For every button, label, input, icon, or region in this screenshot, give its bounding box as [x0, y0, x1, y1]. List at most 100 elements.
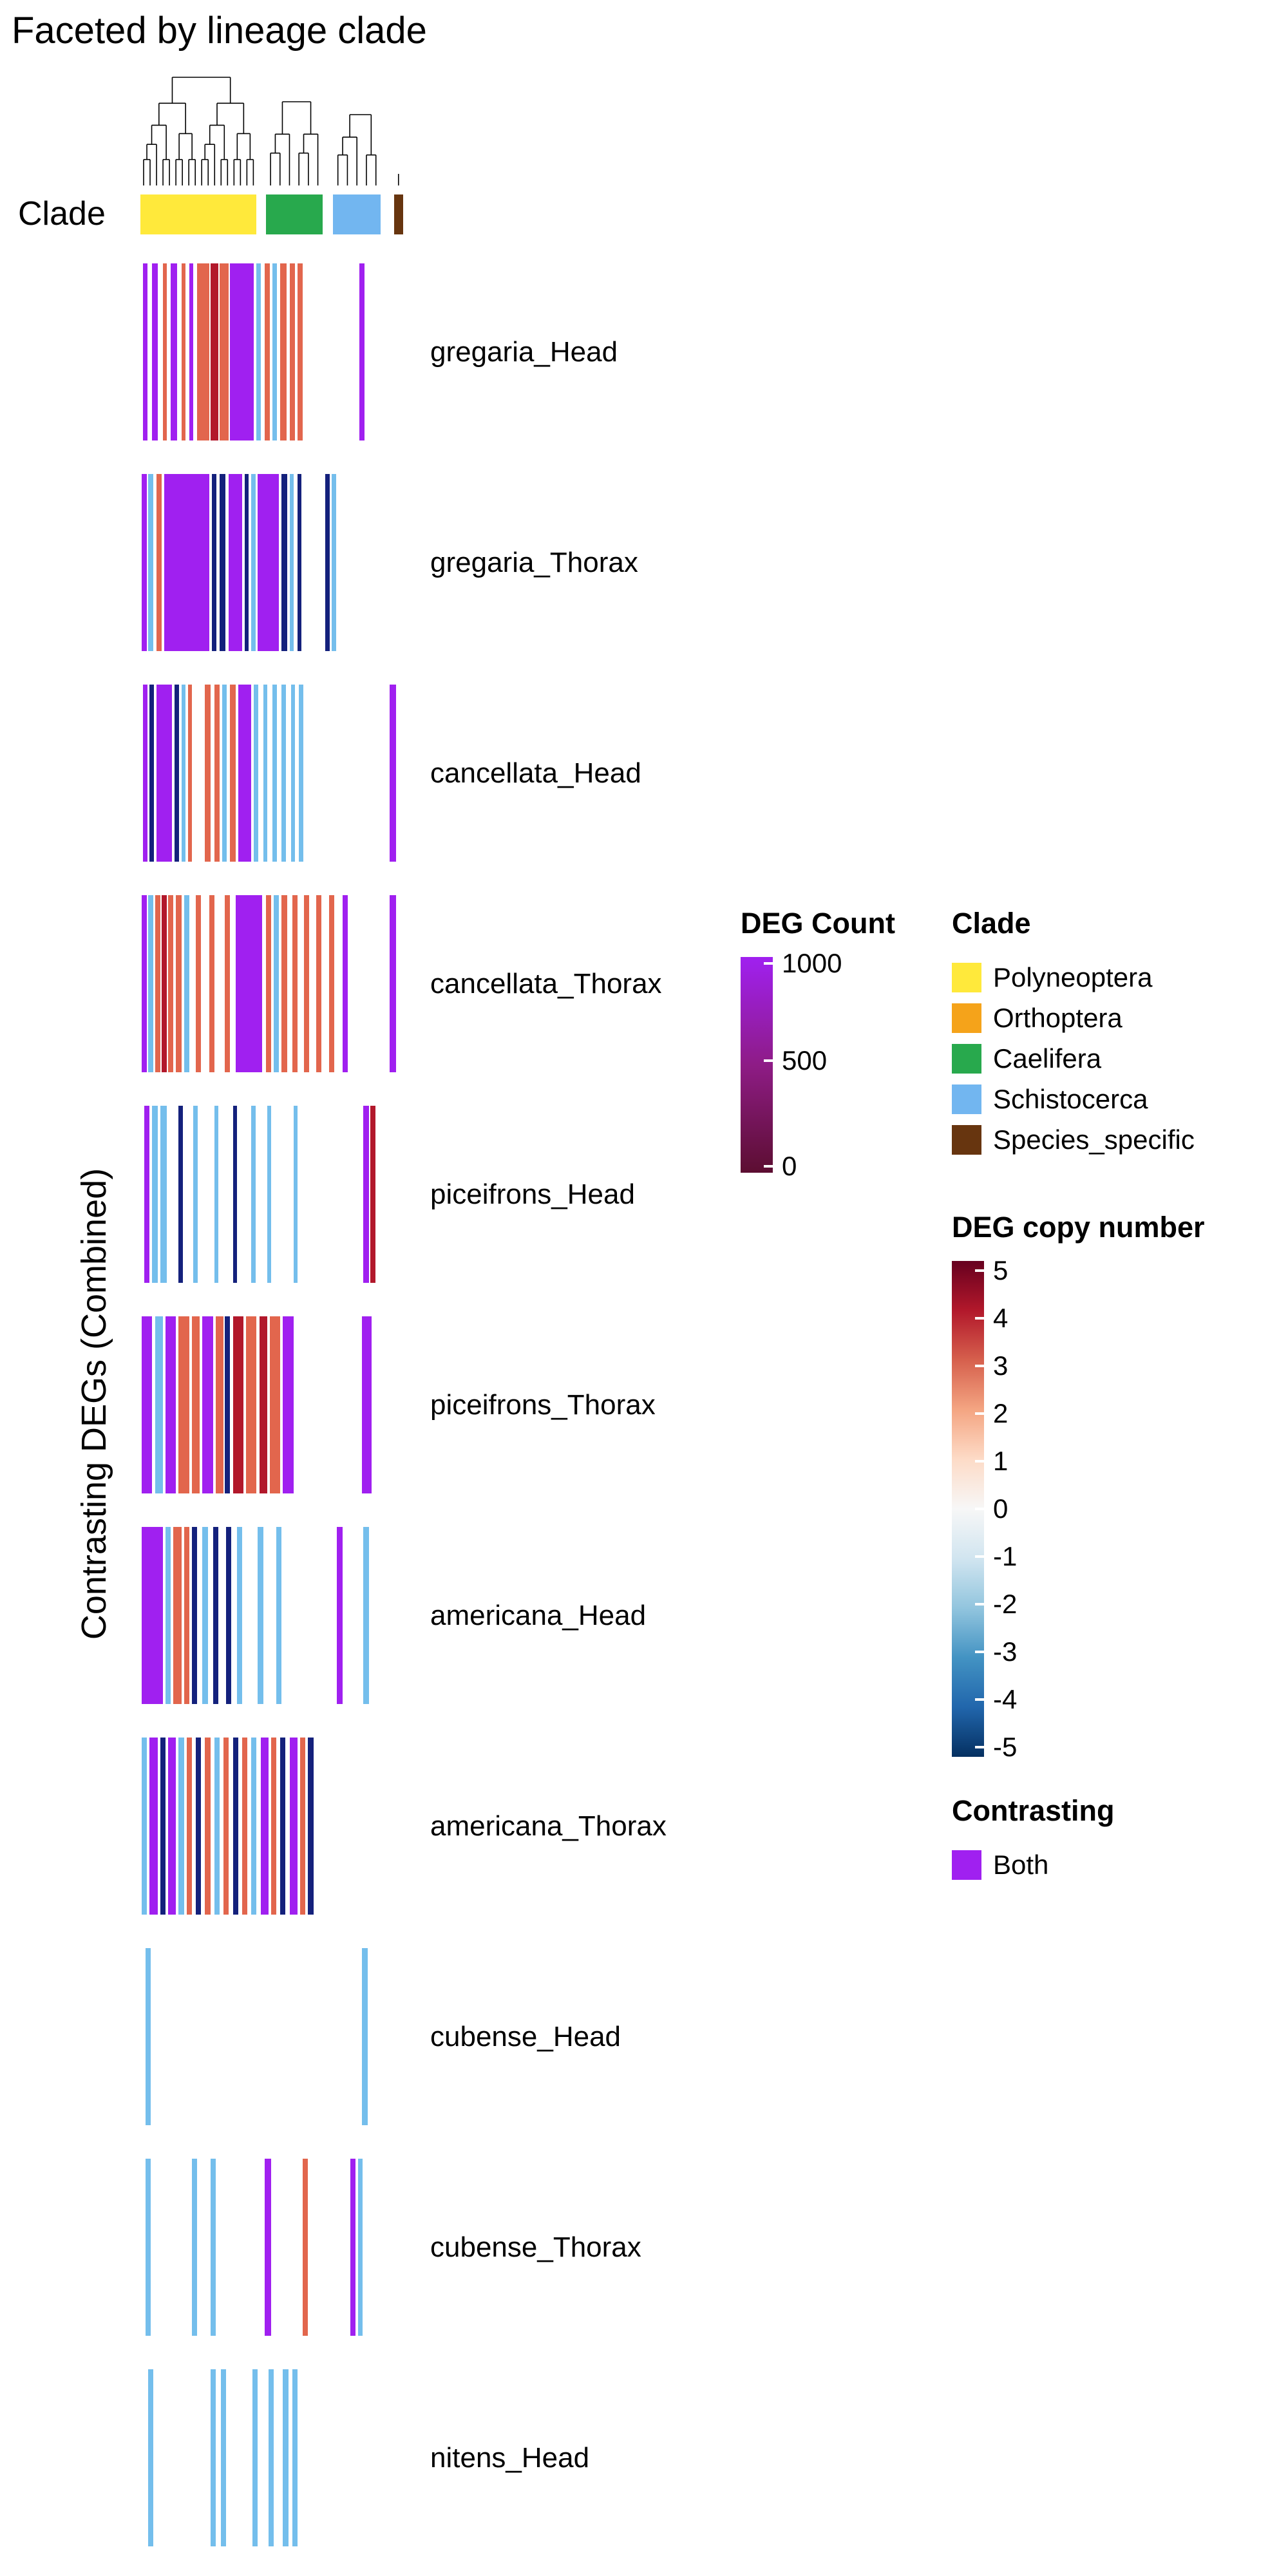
contrasting-legend-title: Contrasting: [952, 1794, 1115, 1827]
heatmap-bar: [332, 474, 336, 651]
tick-label: 1000: [782, 948, 842, 979]
tick-mark: [975, 1698, 984, 1701]
heatmap-bar: [162, 263, 167, 440]
heatmap-bar: [156, 685, 173, 862]
heatmap-bar: [142, 1527, 163, 1704]
heatmap-bar: [196, 1738, 202, 1915]
heatmap-bar: [251, 1106, 256, 1283]
heatmap-bar: [350, 2159, 356, 2336]
heatmap-bar: [155, 895, 160, 1072]
heatmap-bar: [283, 1316, 294, 1493]
heatmap-bar: [259, 1316, 267, 1493]
heatmap-bar: [303, 2159, 308, 2336]
heatmap-strip: [140, 2159, 404, 2336]
heatmap-bar: [189, 263, 194, 440]
heatmap-bar: [370, 1106, 375, 1283]
heatmap-strip: [140, 1948, 404, 2125]
tick-mark: [975, 1555, 984, 1558]
facet-label: americana_Thorax: [430, 1810, 667, 1842]
tick-label: -3: [993, 1636, 1018, 1667]
heatmap-bar: [210, 2369, 216, 2546]
facet-label: americana_Head: [430, 1599, 647, 1631]
clade-annotation-bar: [140, 194, 404, 234]
heatmap-bar: [184, 1527, 189, 1704]
heatmap-bar: [268, 2369, 274, 2546]
heatmap-bar: [178, 1316, 189, 1493]
facet-label: cubense_Thorax: [430, 2231, 641, 2263]
heatmap-bar: [181, 685, 186, 862]
heatmap-bar: [214, 1738, 220, 1915]
facet-label: cubense_Head: [430, 2020, 621, 2052]
facet-row: piceifrons_Thorax: [140, 1316, 667, 1493]
heatmap-bar: [143, 685, 147, 862]
heatmap-bar: [210, 263, 218, 440]
heatmap-bar: [232, 1106, 238, 1283]
heatmap-bar: [289, 263, 295, 440]
legend-item-both: Both: [952, 1844, 1115, 1885]
heatmap-bar: [152, 1106, 158, 1283]
heatmap-bar: [390, 685, 397, 862]
tick-mark: [764, 1059, 773, 1062]
heatmap-bar: [161, 895, 167, 1072]
tick-mark: [764, 1164, 773, 1168]
legend-item-label: Polyneoptera: [993, 961, 1153, 992]
heatmap-bar: [143, 263, 147, 440]
legend-swatch: [952, 962, 981, 992]
heatmap-bar: [211, 474, 217, 651]
clade-segment-caelifera: [265, 194, 323, 234]
legend-item-label: Caelifera: [993, 1043, 1102, 1074]
legend-swatch: [952, 1003, 981, 1033]
legend-swatch: [952, 1043, 981, 1074]
heatmap-bar: [290, 685, 296, 862]
heatmap-bar: [254, 685, 258, 862]
tick-mark: [975, 1269, 984, 1273]
heatmap-bar: [202, 1527, 208, 1704]
heatmap-bar: [205, 685, 211, 862]
tick-label: 500: [782, 1045, 828, 1075]
facet-row: cancellata_Thorax: [140, 895, 667, 1072]
tick-mark: [975, 1745, 984, 1748]
heatmap-bar: [156, 474, 162, 651]
heatmap-bar: [142, 1316, 153, 1493]
legend-item-species_specific: Species_specific: [952, 1119, 1195, 1160]
heatmap-bar: [230, 685, 236, 862]
heatmap-bar: [270, 1738, 277, 1915]
heatmap-bar: [235, 895, 262, 1072]
tick-mark: [975, 1412, 984, 1416]
facet-label: gregaria_Head: [430, 336, 618, 368]
legend-swatch: [952, 1084, 981, 1114]
heatmap-bar: [299, 685, 303, 862]
heatmap-bar: [272, 263, 277, 440]
heatmap-bar: [289, 1738, 298, 1915]
facet-row: cubense_Head: [140, 1948, 667, 2125]
heatmap-bar: [225, 895, 231, 1072]
tick-label: 3: [993, 1350, 1009, 1381]
heatmap-bar: [210, 2159, 216, 2336]
heatmap-bar: [205, 1738, 211, 1915]
heatmap-bar: [329, 895, 335, 1072]
heatmap-bar: [258, 474, 279, 651]
heatmap-bar: [230, 263, 254, 440]
heatmap-bar: [325, 474, 330, 651]
heatmap-bar: [196, 895, 202, 1072]
heatmap-bar: [359, 263, 365, 440]
legend-item-label: Species_specific: [993, 1124, 1195, 1155]
heatmap-bar: [229, 474, 242, 651]
contrasting-legend-items: Both: [952, 1844, 1115, 1885]
legend-item-label: Both: [993, 1849, 1049, 1880]
heatmap-bar: [337, 1527, 343, 1704]
facet-row: gregaria_Head: [140, 263, 667, 440]
heatmap-bar: [264, 2159, 271, 2336]
heatmap-strip: [140, 474, 404, 651]
tick-label: -4: [993, 1683, 1018, 1714]
heatmap-bar: [297, 263, 303, 440]
heatmap-bar: [214, 1106, 219, 1283]
deg-count-gradient-bar: [741, 957, 773, 1173]
facet-label: cancellata_Head: [430, 757, 641, 789]
heatmap-bar: [142, 1738, 147, 1915]
heatmap-bar: [246, 1316, 257, 1493]
